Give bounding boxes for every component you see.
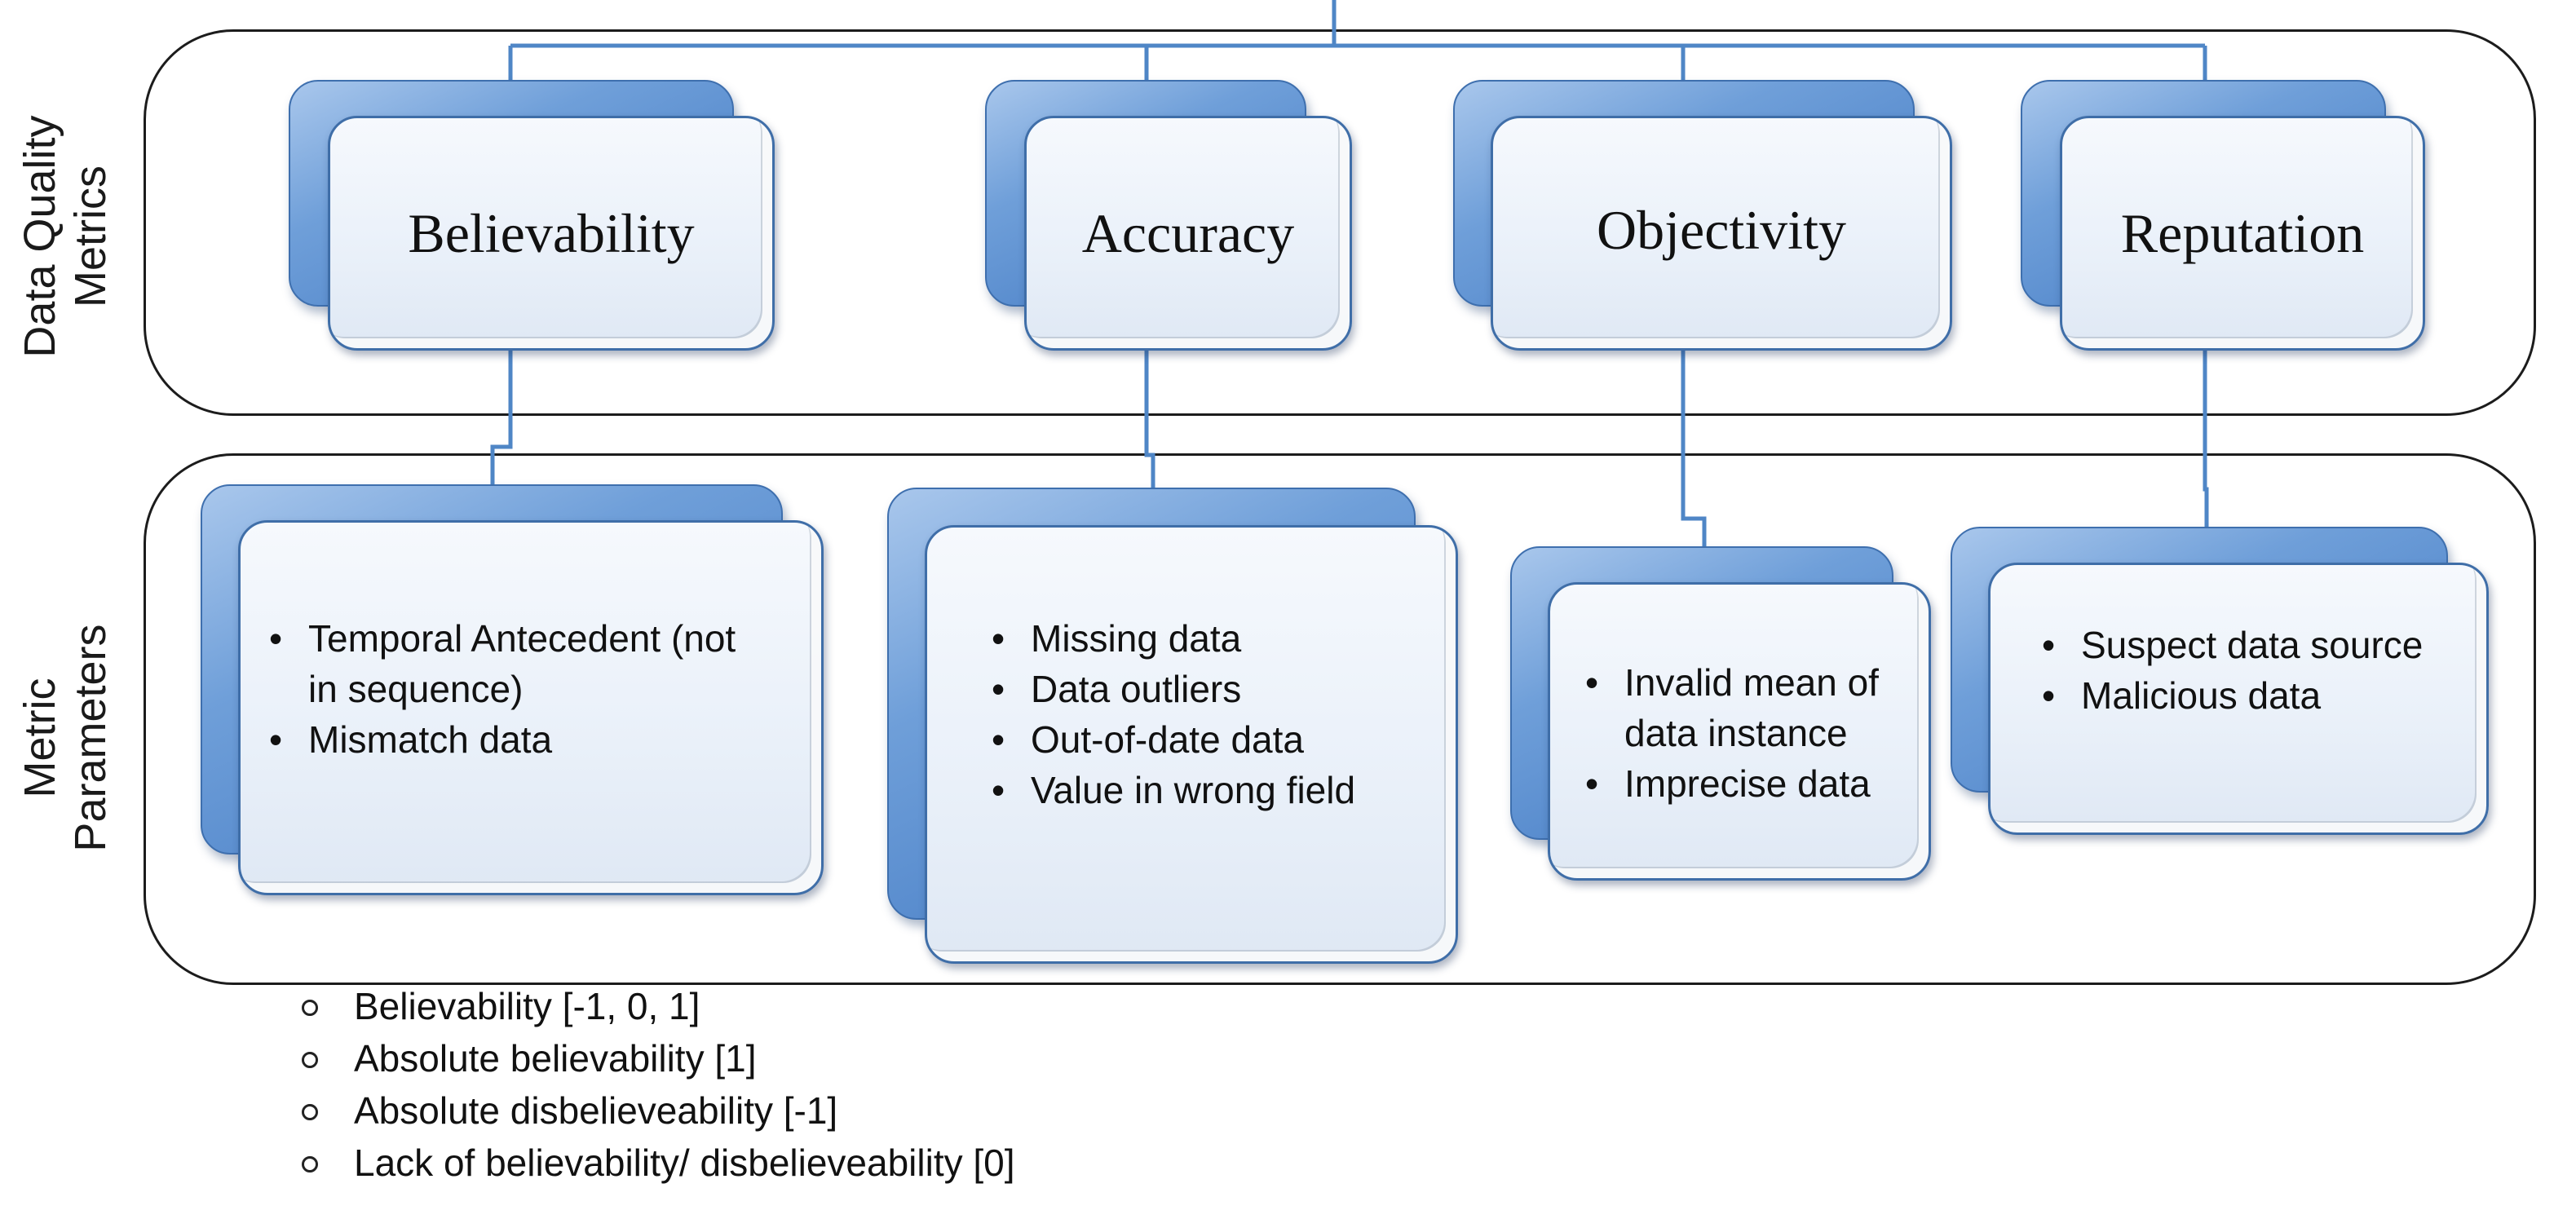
list-item: • Invalid mean of data instance <box>1585 657 1920 758</box>
believability-param-1: Temporal Antecedent (not in sequence) <box>308 617 736 710</box>
list-item: Absolute believability [1] <box>295 1032 1015 1084</box>
bullet-icon: • <box>992 617 1005 660</box>
believability-box <box>328 116 775 351</box>
scale-item-1: Believability [-1, 0, 1] <box>354 985 700 1027</box>
objectivity-parameters-list: • Invalid mean of data instance • Imprecis… <box>1585 657 1920 809</box>
accuracy-parameters-connector <box>1144 351 1155 489</box>
list-item: • Temporal Antecedent (not in sequence) <box>269 613 775 714</box>
bullet-icon: • <box>992 718 1005 761</box>
believability-parameters-connector <box>490 351 513 486</box>
accuracy-parameters-list: • Missing data • Data outliers • Out-of-dat… <box>992 613 1448 815</box>
reputation-parameters-list: • Suspect data source • Malicious data <box>2042 620 2433 721</box>
scale-item-2: Absolute believability [1] <box>354 1037 757 1080</box>
list-item: • Mismatch data <box>269 714 775 765</box>
list-item: • Data outliers <box>992 664 1448 714</box>
circle-bullet-icon <box>302 1052 318 1068</box>
bullet-icon: • <box>1585 661 1599 704</box>
reputation-parameters-box <box>1988 563 2489 835</box>
accuracy-param-2: Data outliers <box>1031 668 1242 710</box>
bullet-icon: • <box>2042 674 2056 717</box>
list-item: Absolute disbelieveability [-1] <box>295 1084 1015 1137</box>
list-item: • Suspect data source <box>2042 620 2433 670</box>
believability-scale-list: Believability [-1, 0, 1] Absolute believ… <box>295 980 1015 1189</box>
reputation-box <box>2060 116 2425 351</box>
list-item: • Malicious data <box>2042 670 2433 721</box>
objectivity-param-1: Invalid mean of data instance <box>1624 661 1879 754</box>
reputation-parameters-connector <box>2203 351 2209 527</box>
list-item: • Imprecise data <box>1585 758 1920 809</box>
accuracy-parameters-box <box>925 525 1458 964</box>
accuracy-label: Accuracy <box>1081 201 1295 264</box>
accuracy-param-1: Missing data <box>1031 617 1242 660</box>
bullet-icon: • <box>992 769 1005 811</box>
believability-param-2: Mismatch data <box>308 718 553 761</box>
objectivity-parameters-connector <box>1681 351 1707 548</box>
circle-bullet-icon <box>302 1104 318 1120</box>
list-item: Believability [-1, 0, 1] <box>295 980 1015 1032</box>
believability-parameters-box <box>238 520 824 895</box>
list-item: • Out-of-date data <box>992 714 1448 765</box>
objectivity-box <box>1491 116 1952 351</box>
objectivity-parameters-box <box>1548 582 1931 881</box>
reputation-label: Reputation <box>2120 201 2365 264</box>
scale-item-4: Lack of believability/ disbelieveability… <box>354 1142 1015 1184</box>
list-item: • Value in wrong field <box>992 765 1448 815</box>
scale-item-3: Absolute disbelieveability [-1] <box>354 1089 838 1132</box>
accuracy-param-3: Out-of-date data <box>1031 718 1304 761</box>
bullet-icon: • <box>1585 762 1599 805</box>
bullet-icon: • <box>269 617 283 660</box>
believability-label: Believability <box>408 201 695 264</box>
bullet-icon: • <box>992 668 1005 710</box>
list-item: • Missing data <box>992 613 1448 664</box>
bullet-icon: • <box>2042 624 2056 666</box>
objectivity-param-2: Imprecise data <box>1624 762 1871 805</box>
accuracy-box <box>1024 116 1352 351</box>
circle-bullet-icon <box>302 1000 318 1016</box>
circle-bullet-icon <box>302 1156 318 1172</box>
list-item: Lack of believability/ disbelieveability… <box>295 1137 1015 1189</box>
bullet-icon: • <box>269 718 283 761</box>
reputation-param-2: Malicious data <box>2081 674 2322 717</box>
reputation-param-1: Suspect data source <box>2081 624 2424 666</box>
objectivity-label: Objectivity <box>1597 198 1846 261</box>
believability-parameters-list: • Temporal Antecedent (not in sequence) •… <box>269 613 775 765</box>
accuracy-param-4: Value in wrong field <box>1031 769 1356 811</box>
